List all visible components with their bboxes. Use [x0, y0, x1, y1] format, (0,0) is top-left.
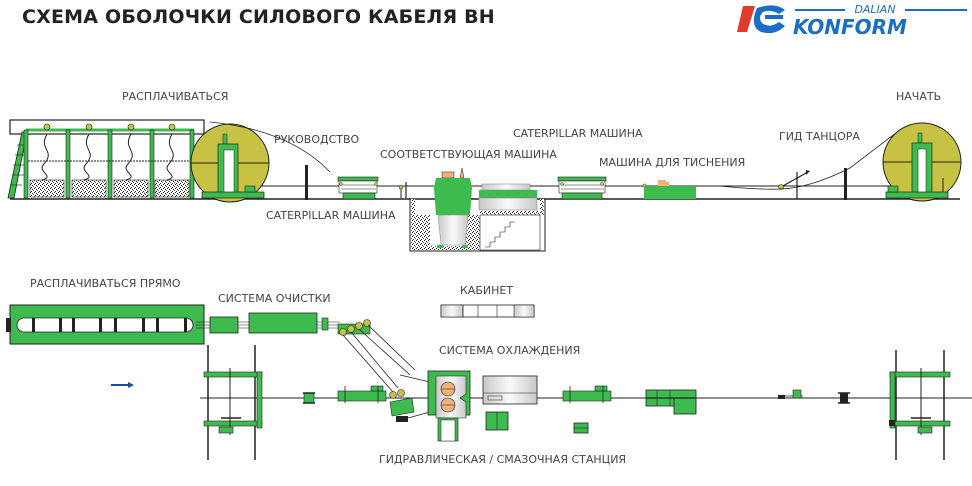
capstan-frame-right — [889, 350, 951, 460]
extruder-head-plan — [427, 370, 471, 442]
caterpillar-machine-2 — [557, 176, 607, 200]
straight-payoff — [6, 304, 205, 345]
small-guide-1 — [398, 182, 407, 198]
konform-logo: DALIAN KONFORM — [737, 3, 967, 39]
inclined-guide — [337, 319, 431, 422]
cooling-tank-plan — [482, 375, 589, 434]
dancer-plan — [778, 389, 803, 399]
payoff-bobbins — [29, 123, 190, 198]
label-caterpillar-1: CATERPILLAR МАШИНА — [266, 209, 396, 222]
spool-stand-1 — [303, 392, 315, 404]
label-guide: РУКОВОДСТВО — [274, 133, 360, 146]
water-tank-top — [478, 183, 538, 211]
bottom-line — [6, 304, 972, 460]
spool-stand-2 — [838, 392, 850, 404]
guide-post — [305, 165, 308, 200]
payoff-station — [7, 119, 205, 199]
label-takeup: НАЧАТЬ — [896, 90, 942, 103]
label-cooling-system: СИСТЕМА ОХЛАЖДЕНИЯ — [439, 344, 581, 357]
label-hydraulic-station: ГИДРАВЛИЧЕСКАЯ / СМАЗОЧНАЯ СТАНЦИЯ — [379, 453, 627, 466]
label-embossing-machine: МАШИНА ДЛЯ ТИСНЕНИЯ — [599, 156, 746, 169]
label-dancer-guide: ГИД ТАНЦОРА — [779, 130, 860, 143]
label-straight-payoff: РАСПЛАЧИВАТЬСЯ ПРЯМО — [30, 277, 181, 290]
embossing-plan — [645, 389, 697, 415]
arrow-right-icon — [111, 382, 134, 388]
capstan-frame-left — [203, 368, 263, 435]
takeup-reel — [882, 122, 962, 202]
label-payoff: РАСПЛАЧИВАТЬСЯ — [122, 90, 229, 103]
logo-top-text: DALIAN — [854, 3, 895, 16]
logo-mark-icon — [737, 5, 785, 34]
caterpillar-machine-1 — [337, 176, 379, 200]
caterpillar-plan — [562, 385, 612, 403]
logo-brand: KONFORM — [793, 15, 907, 39]
embossing-machine — [642, 180, 696, 199]
extruder-pit — [409, 199, 546, 252]
cabinet — [440, 304, 535, 318]
label-matching-machine: СООТВЕТСТВУЮЩАЯ МАШИНА — [380, 148, 557, 161]
label-cabinet: КАБИНЕТ — [460, 284, 514, 297]
label-cleaning-system: СИСТЕМА ОЧИСТКИ — [218, 292, 331, 305]
dancer-guide — [719, 129, 901, 200]
payoff-reel — [190, 121, 331, 203]
label-caterpillar-2: CATERPILLAR МАШИНА — [513, 127, 643, 140]
top-line — [7, 119, 962, 252]
preheater-unit — [337, 385, 387, 403]
matching-machine — [434, 167, 472, 248]
cleaning-system — [196, 312, 340, 460]
diagram-title: СХЕМА ОБОЛОЧКИ СИЛОВОГО КАБЕЛЯ ВН — [22, 6, 495, 28]
